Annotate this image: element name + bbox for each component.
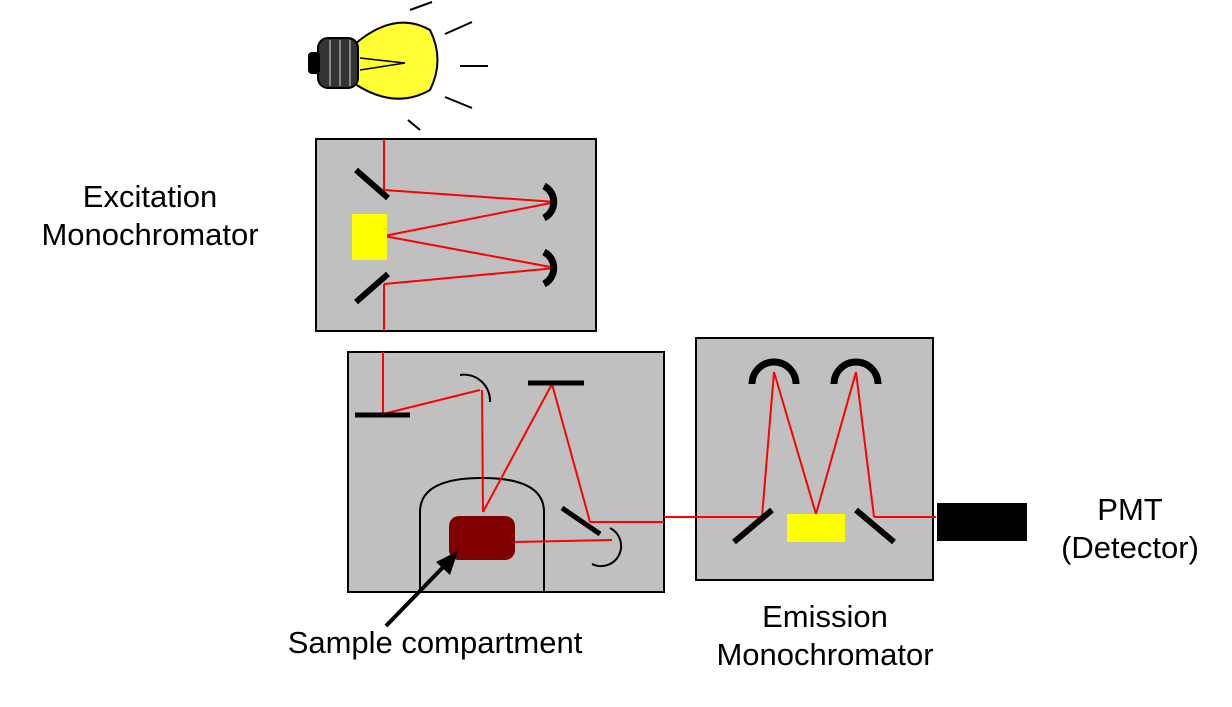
excitation-monochromator bbox=[315, 138, 597, 332]
pmt-label-line1: PMT bbox=[1097, 492, 1163, 527]
excitation-label-line1: Excitation bbox=[82, 179, 218, 214]
emission-monochromator bbox=[664, 337, 936, 581]
light-bulb-icon bbox=[308, 1, 488, 131]
pmt-label-line2: (Detector) bbox=[1061, 530, 1199, 565]
emission-grating bbox=[787, 514, 845, 542]
pmt-detector bbox=[937, 503, 1027, 541]
emission-label-line1: Emission bbox=[762, 599, 888, 634]
sample-compartment-box bbox=[347, 351, 665, 593]
sample-cuvette bbox=[449, 516, 515, 560]
emission-label-line2: Monochromator bbox=[716, 637, 934, 672]
excitation-grating bbox=[352, 214, 387, 260]
emission-label: Emission Monochromator bbox=[685, 598, 965, 674]
excitation-label-line2: Monochromator bbox=[41, 217, 259, 252]
sample-arrow bbox=[384, 551, 458, 628]
excitation-label: Excitation Monochromator bbox=[10, 178, 290, 254]
pmt-label: PMT (Detector) bbox=[1030, 491, 1230, 567]
sample-label: Sample compartment bbox=[287, 625, 583, 660]
